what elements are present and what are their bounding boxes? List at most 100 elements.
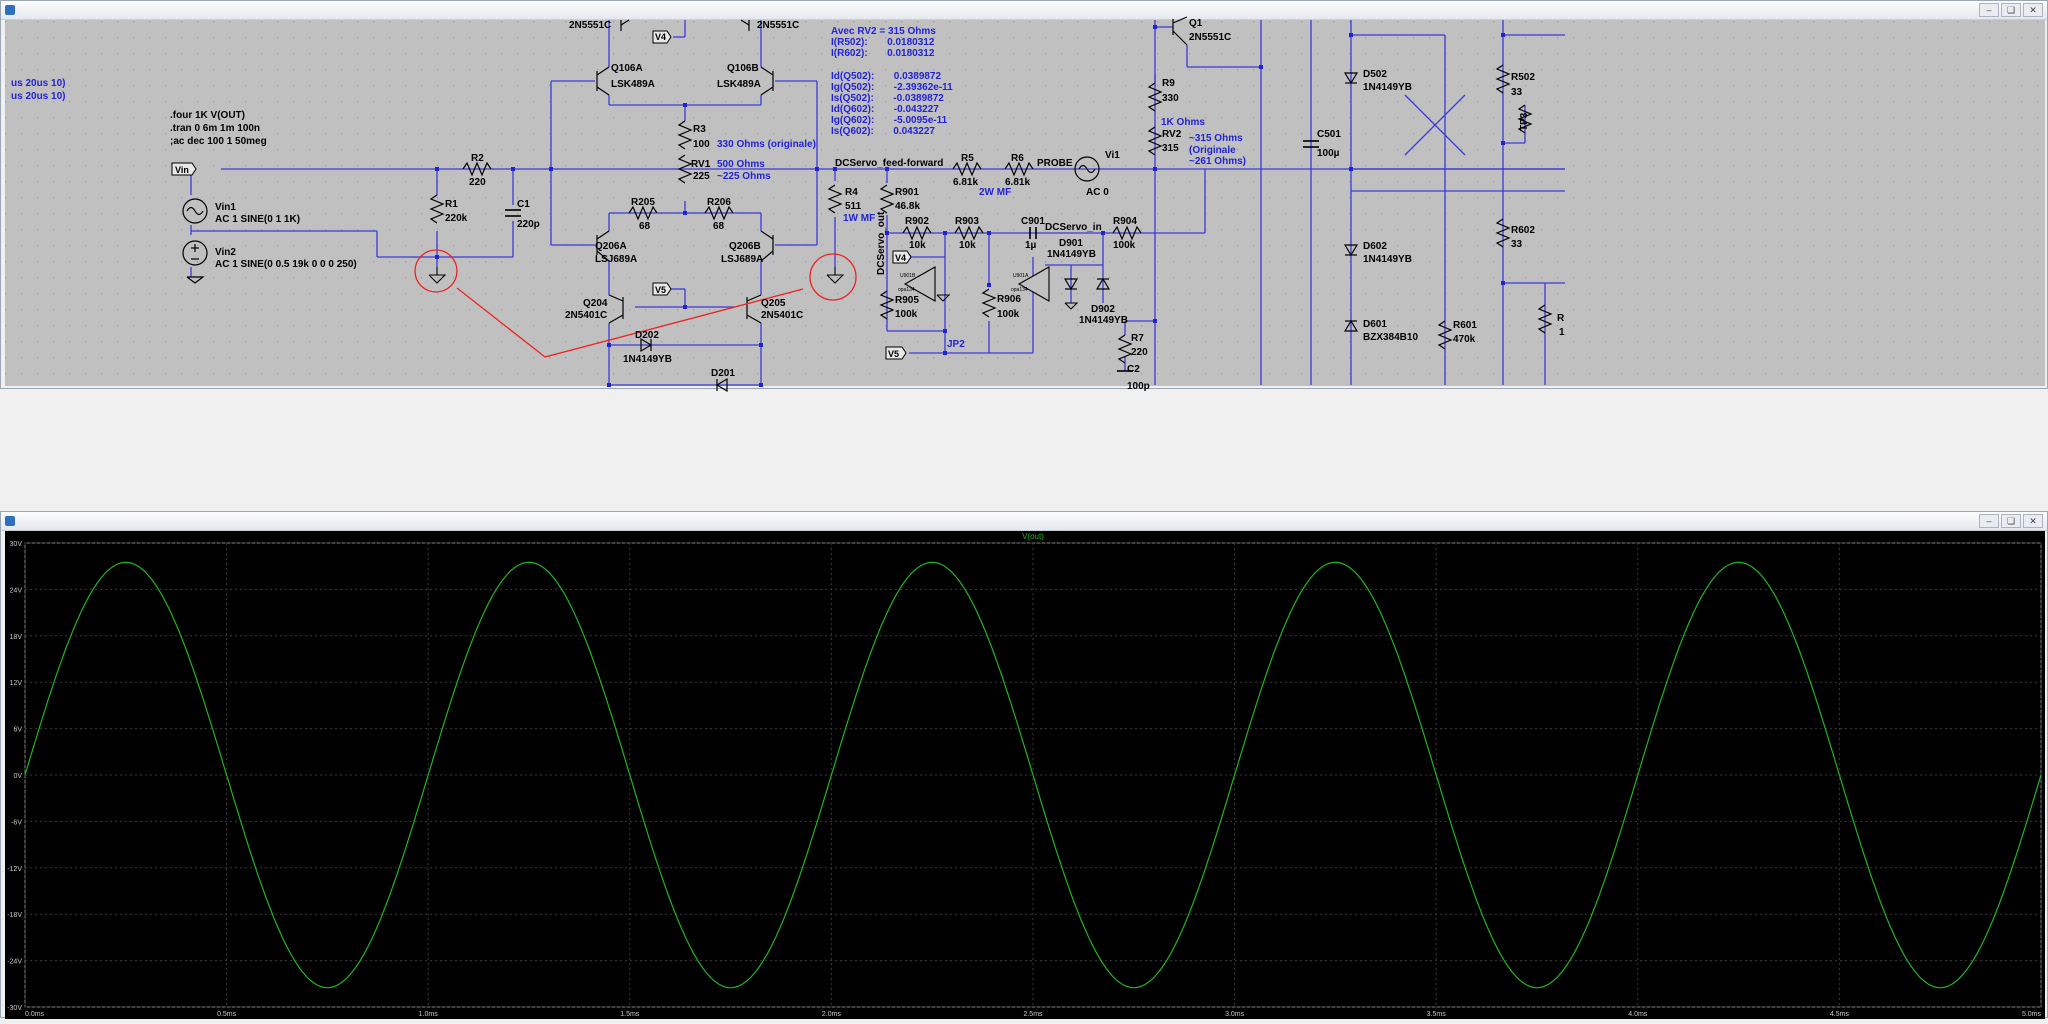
q1-model[interactable]: 2N5551C (1189, 32, 1231, 43)
r5-value[interactable]: 6.81k (953, 177, 978, 188)
q106b-label[interactable]: Q106B (727, 63, 759, 74)
r502-value[interactable]: 33 (1511, 87, 1523, 98)
q204-label[interactable]: Q204 (583, 298, 608, 309)
plot-close-button[interactable]: ✕ (2023, 514, 2043, 528)
r206-label[interactable]: R206 (707, 197, 731, 208)
d901-label[interactable]: D901 (1059, 238, 1083, 249)
r906-value[interactable]: 100k (997, 309, 1020, 320)
r602-label[interactable]: R602 (1511, 225, 1535, 236)
d602-label[interactable]: D602 (1363, 241, 1387, 252)
d202-model[interactable]: 1N4149YB (623, 354, 672, 365)
r7-label[interactable]: R7 (1131, 333, 1144, 344)
r6-value[interactable]: 6.81k (1005, 177, 1030, 188)
r205-value[interactable]: 68 (639, 221, 651, 232)
tp3-label[interactable]: TP3 (1519, 112, 1530, 131)
net-v4-top[interactable]: V4 (655, 32, 666, 42)
r901-value[interactable]: 46.8k (895, 201, 920, 212)
q-top-right-model[interactable]: 2N5551C (757, 20, 799, 31)
vin1-value[interactable]: AC 1 SINE(0 1 1K) (215, 214, 300, 225)
q204-model[interactable]: 2N5401C (565, 310, 607, 321)
r601-value[interactable]: 470k (1453, 334, 1476, 345)
d901-model[interactable]: 1N4149YB (1047, 249, 1096, 260)
rv1-value[interactable]: 225 (693, 171, 710, 182)
minimize-button[interactable]: – (1979, 3, 1999, 17)
trace-vout[interactable] (24, 561, 2042, 989)
d601-label[interactable]: D601 (1363, 319, 1387, 330)
r1-value[interactable]: 220k (445, 213, 468, 224)
vi1-label[interactable]: Vi1 (1105, 150, 1120, 161)
q106a-model[interactable]: LSK489A (611, 79, 655, 90)
net-probe[interactable]: PROBE (1037, 158, 1073, 169)
d601-model[interactable]: BZX384B10 (1363, 332, 1418, 343)
r9-label[interactable]: R9 (1162, 78, 1175, 89)
q206b-label[interactable]: Q206B (729, 241, 761, 252)
d202-label[interactable]: D202 (635, 330, 659, 341)
c1-label[interactable]: C1 (517, 199, 530, 210)
r905-value[interactable]: 100k (895, 309, 918, 320)
vi1-value[interactable]: AC 0 (1086, 187, 1109, 198)
c901-value[interactable]: 1µ (1025, 240, 1037, 251)
r602-value[interactable]: 33 (1511, 239, 1523, 250)
d902-model[interactable]: 1N4149YB (1079, 315, 1128, 326)
r902-label[interactable]: R902 (905, 216, 929, 227)
d502-model[interactable]: 1N4149YB (1363, 82, 1412, 93)
close-button[interactable]: ✕ (2023, 3, 2043, 17)
r906-label[interactable]: R906 (997, 294, 1021, 305)
r902-value[interactable]: 10k (909, 240, 926, 251)
r904-value[interactable]: 100k (1113, 240, 1136, 251)
net-dcservo-out[interactable]: DCServo_out (876, 211, 887, 275)
plot-minimize-button[interactable]: – (1979, 514, 1999, 528)
net-dcservo-in[interactable]: DCServo_in (1045, 222, 1102, 233)
r1-label[interactable]: R1 (445, 199, 458, 210)
r9-value[interactable]: 330 (1162, 93, 1179, 104)
r4-label[interactable]: R4 (845, 187, 858, 198)
q1-label[interactable]: Q1 (1189, 18, 1203, 29)
d201-label[interactable]: D201 (711, 368, 735, 379)
r3-label[interactable]: R3 (693, 124, 706, 135)
schematic-canvas[interactable]: U901B opa134 U901A opa134 us 20u (5, 16, 2045, 393)
r-edge-value[interactable]: 1 (1559, 327, 1565, 338)
vin1-label[interactable]: Vin1 (215, 202, 236, 213)
d602-model[interactable]: 1N4149YB (1363, 254, 1412, 265)
r903-value[interactable]: 10k (959, 240, 976, 251)
trace-title-vout[interactable]: V(out) (1022, 532, 1044, 541)
vin2-value[interactable]: AC 1 SINE(0 0.5 19k 0 0 0 250) (215, 259, 357, 270)
waveform-titlebar[interactable]: – ❏ ✕ (1, 512, 2047, 531)
r2-label[interactable]: R2 (471, 153, 484, 164)
c501-label[interactable]: C501 (1317, 129, 1341, 140)
schematic-titlebar[interactable]: – ❏ ✕ (1, 1, 2047, 20)
r904-label[interactable]: R904 (1113, 216, 1137, 227)
jp2-label[interactable]: JP2 (947, 339, 965, 350)
net-v5[interactable]: V5 (655, 285, 666, 295)
r601-label[interactable]: R601 (1453, 320, 1477, 331)
r905-label[interactable]: R905 (895, 295, 919, 306)
c501-value[interactable]: 100µ (1317, 148, 1340, 159)
c1-value[interactable]: 220p (517, 219, 540, 230)
q-top-left-model[interactable]: 2N5551C (569, 20, 611, 31)
r205-label[interactable]: R205 (631, 197, 655, 208)
r206-value[interactable]: 68 (713, 221, 725, 232)
r7-value[interactable]: 220 (1131, 347, 1148, 358)
r2-value[interactable]: 220 (469, 177, 486, 188)
net-vin[interactable]: Vin (175, 165, 189, 175)
d502-label[interactable]: D502 (1363, 69, 1387, 80)
vin2-label[interactable]: Vin2 (215, 247, 236, 258)
restore-button[interactable]: ❏ (2001, 3, 2021, 17)
q205-label[interactable]: Q205 (761, 298, 786, 309)
rv2-label[interactable]: RV2 (1162, 129, 1182, 140)
plot-restore-button[interactable]: ❏ (2001, 514, 2021, 528)
q106a-label[interactable]: Q106A (611, 63, 643, 74)
q206a-model[interactable]: LSJ689A (595, 254, 637, 265)
schematic-svg[interactable]: U901B opa134 U901A opa134 us 20u (5, 16, 2045, 393)
r6-label[interactable]: R6 (1011, 153, 1024, 164)
rv1-label[interactable]: RV1 (691, 159, 711, 170)
net-v4-servo[interactable]: V4 (895, 253, 906, 263)
q106b-model[interactable]: LSK489A (717, 79, 761, 90)
c2-value[interactable]: 100p (1127, 381, 1150, 392)
q205-model[interactable]: 2N5401C (761, 310, 803, 321)
r903-label[interactable]: R903 (955, 216, 979, 227)
r3-value[interactable]: 100 (693, 139, 710, 150)
net-dcservo-feed-forward[interactable]: DCServo_feed-forward (835, 158, 943, 169)
net-v5-servo[interactable]: V5 (888, 349, 899, 359)
rv2-value[interactable]: 315 (1162, 143, 1179, 154)
